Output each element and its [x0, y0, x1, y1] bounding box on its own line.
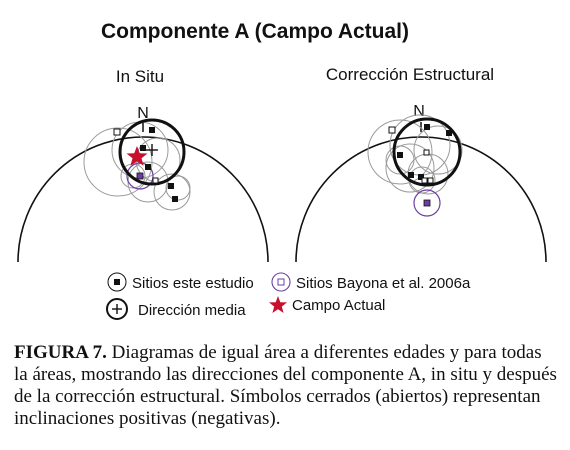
- campo-actual-star-in-situ: [126, 146, 148, 166]
- bayona-circle-correccion: [413, 189, 441, 217]
- site-points-closed-in-situ: [140, 127, 178, 202]
- stereonet-outline-in-situ: [17, 136, 269, 263]
- site-points-open-correccion: [388, 126, 434, 184]
- panel-correccion: Corrección Estructural N: [295, 65, 547, 263]
- legend-label-campo-actual: Campo Actual: [292, 297, 385, 314]
- panel-in-situ: In Situ N: [17, 67, 269, 263]
- panel-label-correccion: Corrección Estructural: [326, 65, 494, 84]
- caption-text: Diagramas de igual área a diferentes eda…: [14, 342, 557, 429]
- legend-star-icon: [269, 296, 287, 313]
- mean-direction-circle-in-situ: [118, 118, 186, 186]
- legend-label-sitios-bayona: Sitios Bayona et al. 2006a: [296, 275, 471, 292]
- legend-symbol-mean-direction: [106, 298, 128, 320]
- site-points-closed-correccion: [397, 124, 452, 180]
- mean-direction-cross-in-situ: [146, 144, 158, 156]
- legend-item-direccion-media: Dirección media: [106, 298, 246, 320]
- north-label-in-situ: N: [137, 105, 149, 122]
- legend-item-sitios-bayona: Sitios Bayona et al. 2006a: [271, 272, 471, 292]
- figure-title: Componente A (Campo Actual): [101, 20, 409, 43]
- legend-symbol-bayona-site: [271, 272, 291, 292]
- legend: Sitios este estudio Sitios Bayona et al.…: [106, 272, 471, 320]
- north-label-correccion: N: [413, 103, 425, 120]
- legend-item-sitios-este-estudio: Sitios este estudio: [107, 272, 254, 292]
- caption-label: FIGURA 7.: [14, 342, 107, 363]
- figure-caption: FIGURA 7. Diagramas de igual área a dife…: [14, 342, 559, 430]
- legend-item-campo-actual: Campo Actual: [269, 296, 385, 314]
- panel-label-in-situ: In Situ: [116, 67, 164, 86]
- legend-label-direccion-media: Dirección media: [138, 302, 246, 319]
- site-points-open-in-situ: [113, 128, 159, 184]
- mean-direction-circle-correccion: [392, 117, 462, 187]
- legend-label-sitios-este-estudio: Sitios este estudio: [132, 275, 254, 292]
- legend-symbol-closed-site: [107, 272, 127, 292]
- stereonet-outline-correccion: [295, 136, 547, 263]
- bayona-point-correccion: [423, 199, 431, 207]
- bayona-point-in-situ: [136, 172, 144, 180]
